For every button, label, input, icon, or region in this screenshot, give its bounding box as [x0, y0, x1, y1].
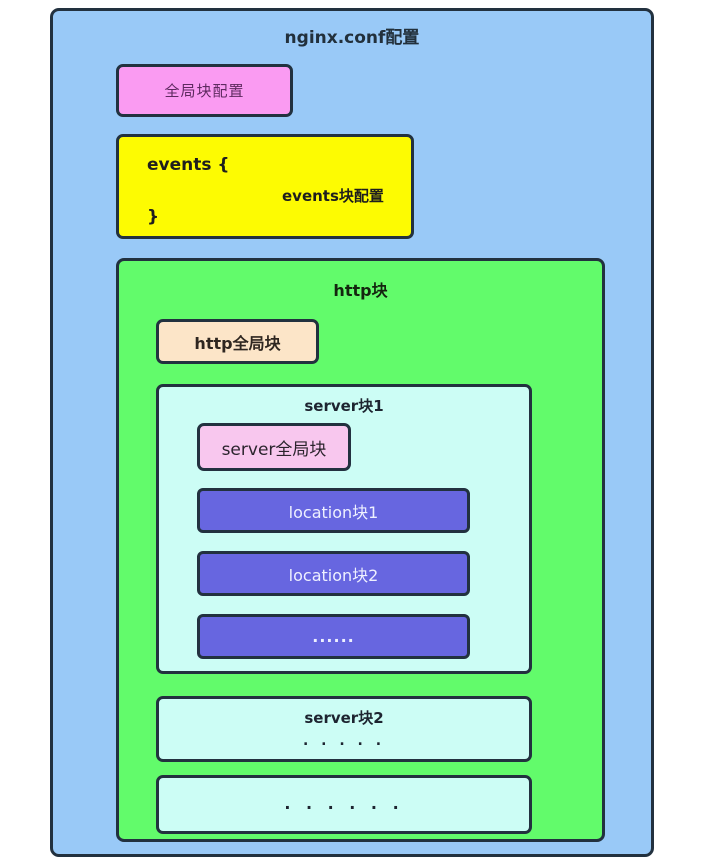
global-block: 全局块配置 [116, 64, 293, 117]
http-global-label: http全局块 [194, 333, 281, 353]
more-server-blocks: . . . . . . [156, 775, 532, 834]
server-global-block: server全局块 [197, 423, 351, 471]
global-block-label: 全局块配置 [164, 82, 245, 100]
server-block-2-title: server块2 [304, 709, 384, 727]
http-global-block: http全局块 [156, 319, 319, 364]
events-block: events { events块配置 } [116, 134, 414, 239]
server-block-1-title: server块1 [304, 397, 384, 415]
nginx-conf-container: nginx.conf配置 全局块配置 events { events块配置 } … [50, 8, 654, 857]
more-server-blocks-ellipsis: . . . . . . [284, 794, 404, 813]
events-block-label: events块配置 [282, 187, 384, 205]
diagram-title: nginx.conf配置 [284, 28, 420, 48]
location-block-1-label: location块1 [288, 502, 379, 522]
location-block-1: location块1 [197, 488, 470, 533]
location-block-ellipsis-label: ...... [312, 627, 355, 646]
server-global-label: server全局块 [221, 439, 327, 460]
server-block-2-ellipsis: . . . . . [302, 733, 386, 749]
events-close-brace: } [147, 207, 160, 227]
http-block: http块 http全局块 server块1 server全局块 locatio… [116, 258, 605, 842]
server-block-2: server块2 . . . . . [156, 696, 532, 762]
server-block-1: server块1 server全局块 location块1 location块2… [156, 384, 532, 674]
events-open-brace: events { [147, 155, 230, 175]
location-block-2-label: location块2 [288, 565, 379, 585]
http-block-title: http块 [333, 281, 388, 300]
location-block-ellipsis: ...... [197, 614, 470, 659]
location-block-2: location块2 [197, 551, 470, 596]
